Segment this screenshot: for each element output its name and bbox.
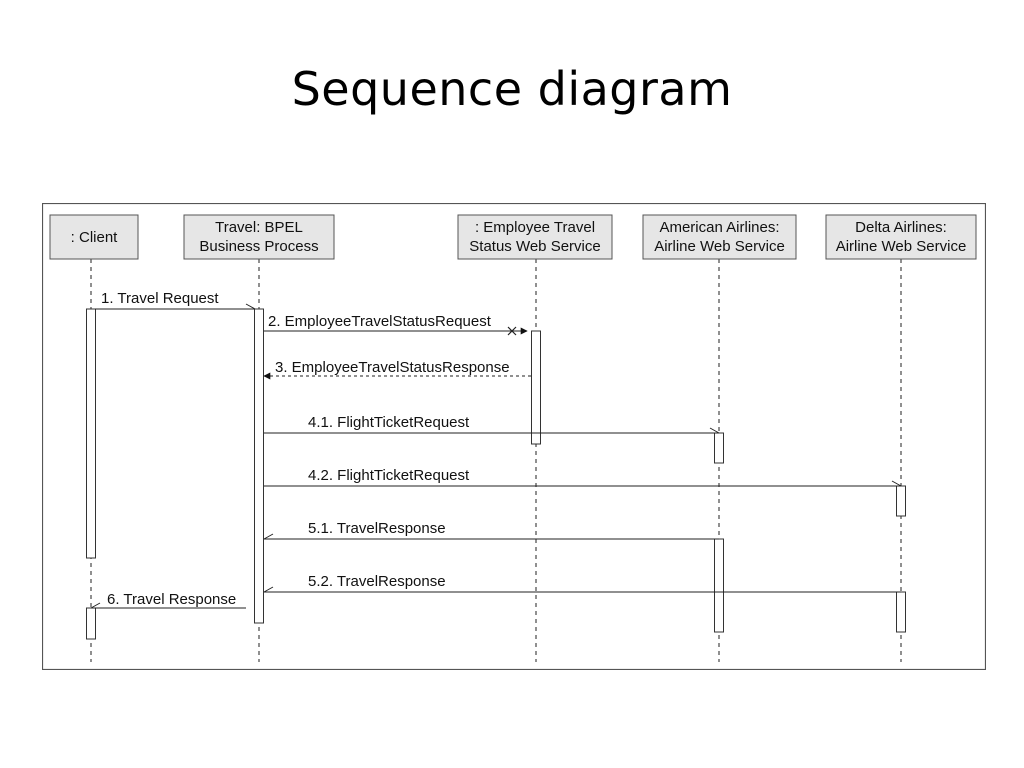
activation-bar-client (86, 308, 96, 559)
participant-delta: Delta Airlines: Airline Web Service (825, 214, 977, 260)
slide-title: Sequence diagram (291, 62, 733, 116)
sequence-diagram: : Client Travel: BPEL Business Process : Em… (41, 202, 987, 675)
participant-box-american (642, 214, 797, 260)
message-label: 5.2. TravelResponse (308, 573, 446, 590)
participant-label-employee: : Employee Travel (475, 219, 595, 236)
activation-bar-travel (254, 308, 264, 624)
message-8: 6. Travel Response (90, 591, 246, 609)
activation-bar-delta (896, 485, 906, 517)
participant-label-travel: Travel: BPEL (215, 219, 303, 236)
message-label: 2. EmployeeTravelStatusRequest (268, 313, 492, 330)
message-2: 2. EmployeeTravelStatusRequest (264, 313, 528, 336)
participant-label-delta: Delta Airlines: (855, 219, 947, 236)
message-arrowhead (709, 427, 720, 434)
participant-employee: : Employee TravelStatus Web Service (457, 214, 613, 260)
activation-bar-client (86, 607, 96, 640)
participant-travel: Travel: BPEL Business Process (183, 214, 335, 260)
participant-box-employee (457, 214, 613, 260)
participant-label-american: Airline Web Service (654, 238, 785, 255)
message-5: 4.2. FlightTicketRequest (264, 467, 902, 487)
message-arrowhead (891, 480, 902, 487)
message-1: 1. Travel Request (95, 290, 256, 310)
activation-bar-american (714, 538, 724, 633)
participant-american: American Airlines: Airline Web Service (642, 214, 797, 260)
participant-label-american: American Airlines: (659, 219, 779, 236)
message-label: 6. Travel Response (107, 591, 236, 608)
message-arrowhead (263, 533, 274, 540)
participant-label-travel: Business Process (199, 238, 318, 255)
participant-label-employee: Status Web Service (469, 238, 600, 255)
message-label: 4.1. FlightTicketRequest (308, 414, 470, 431)
participant-box-delta (825, 214, 977, 260)
message-4: 4.1. FlightTicketRequest (264, 414, 720, 434)
message-3: 3. EmployeeTravelStatusResponse (263, 359, 531, 380)
participant-box-travel (183, 214, 335, 260)
message-label: 5.1. TravelResponse (308, 520, 446, 537)
participant-box-client (49, 214, 139, 260)
participant-client: : Client (49, 214, 139, 260)
message-label: 4.2. FlightTicketRequest (308, 467, 470, 484)
message-label: 3. EmployeeTravelStatusResponse (275, 359, 510, 376)
participant-label-client: : Client (71, 229, 119, 246)
activation-bar-delta (896, 591, 906, 633)
message-6: 5.1. TravelResponse (263, 520, 719, 540)
message-cross-mark (507, 326, 517, 336)
message-label: 1. Travel Request (101, 290, 219, 307)
activation-bar-employee (531, 330, 541, 445)
activation-bar-american (714, 432, 724, 464)
participant-label-delta: Airline Web Service (836, 238, 967, 255)
message-arrowhead (90, 602, 101, 609)
message-arrowhead (245, 303, 256, 310)
message-7: 5.2. TravelResponse (263, 573, 901, 593)
sequence-diagram-svg: : Client Travel: BPEL Business Process : Em… (41, 202, 987, 671)
message-arrowhead (263, 586, 274, 593)
